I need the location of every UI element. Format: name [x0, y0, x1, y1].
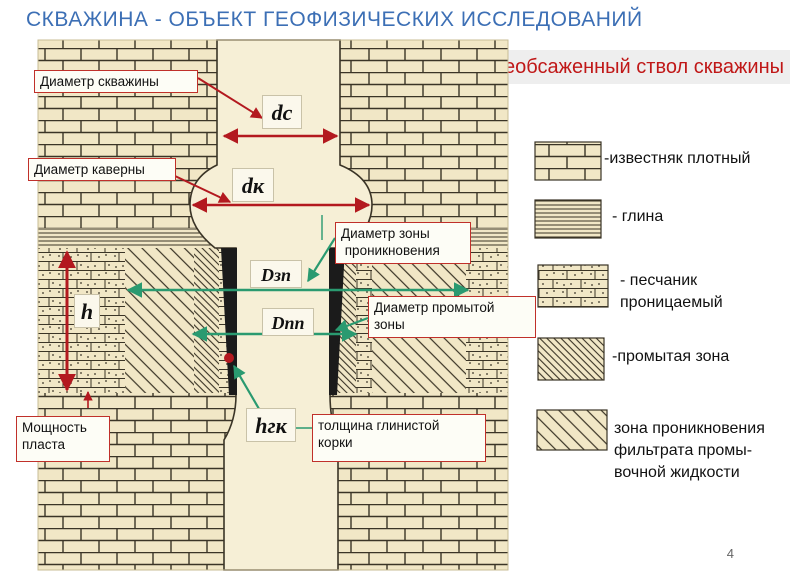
symbol-dk: dк	[232, 168, 274, 202]
page-title: СКВАЖИНА - ОБЪЕКТ ГЕОФИЗИЧЕСКИХ ИССЛЕДОВ…	[26, 8, 643, 31]
symbol-h: h	[74, 294, 100, 328]
label-flushed-diameter: Диаметр промытой зоны	[368, 296, 536, 338]
label-invasion-diameter: Диаметр зоны проникновения	[335, 222, 471, 264]
symbol-dc: dc	[262, 95, 302, 129]
mudcake-dot	[224, 353, 234, 363]
hgk-pointer	[233, 364, 263, 415]
legend-swatch-flushed	[537, 337, 605, 381]
legend-sandstone: - песчаник проницаемый	[620, 272, 723, 311]
dc-pointer	[197, 77, 264, 119]
flushed-zone-left	[194, 248, 219, 393]
legend-swatch-sandstone	[537, 264, 609, 308]
legend-clay: - глина	[612, 208, 664, 225]
label-well-diameter: Диаметр скважины	[34, 70, 198, 93]
label-mudcake-thickness: толщина глинистой корки	[312, 414, 486, 462]
symbol-dpp: Dпп	[262, 308, 314, 336]
symbol-dzp: Dзп	[250, 260, 302, 288]
legend-flushed: -промытая зона	[612, 348, 730, 365]
legend-swatch-clay	[534, 199, 602, 239]
symbol-hgk: hгк	[246, 408, 296, 442]
legend-swatch-limestone	[534, 141, 602, 181]
dpp-pointer	[334, 316, 369, 333]
page-number: 4	[726, 546, 734, 561]
dk-pointer	[174, 175, 232, 203]
legend-limestone: -известняк плотный	[604, 150, 751, 167]
legend-invasion: зона проникновения фильтрата промы- вочн…	[614, 420, 765, 481]
label-cavern-diameter: Диаметр каверны	[28, 158, 176, 181]
label-bed-thickness: Мощность пласта	[16, 416, 110, 462]
legend-swatch-invasion	[536, 409, 608, 451]
dzp-pointer	[307, 237, 336, 283]
